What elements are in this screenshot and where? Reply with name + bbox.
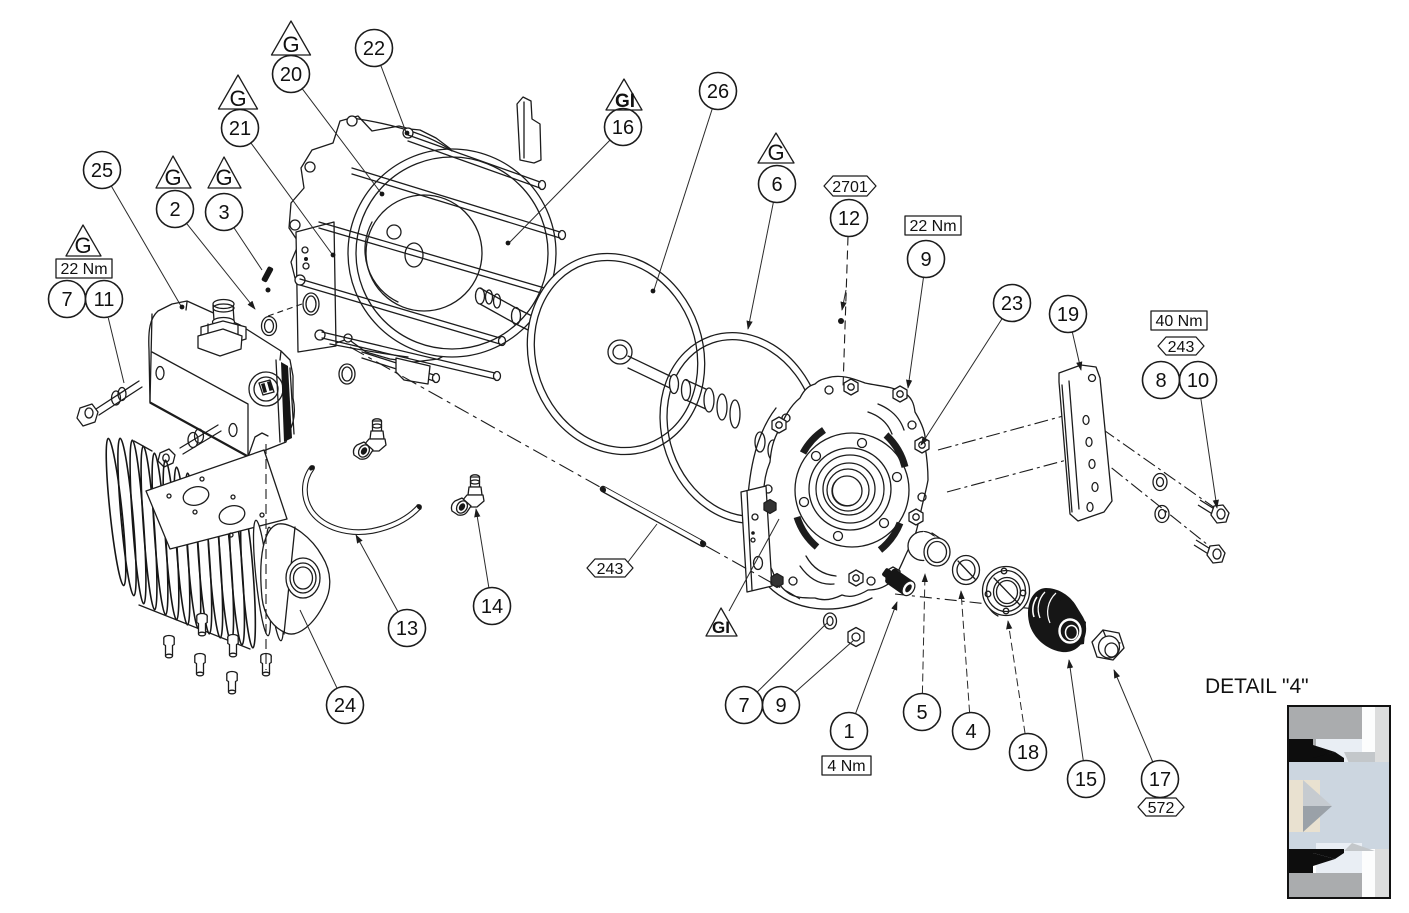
svg-text:19: 19 — [1057, 304, 1079, 326]
svg-text:243: 243 — [597, 561, 624, 578]
svg-text:GI: GI — [712, 618, 730, 637]
svg-text:20: 20 — [280, 64, 302, 86]
svg-text:12: 12 — [838, 208, 860, 230]
svg-text:G: G — [282, 32, 299, 57]
svg-text:18: 18 — [1017, 742, 1039, 764]
svg-text:24: 24 — [334, 695, 356, 717]
svg-text:21: 21 — [229, 118, 251, 140]
svg-text:16: 16 — [612, 117, 634, 139]
svg-text:4 Nm: 4 Nm — [827, 758, 865, 775]
svg-text:26: 26 — [707, 81, 729, 103]
svg-text:3: 3 — [218, 202, 229, 224]
svg-text:G: G — [229, 86, 246, 111]
svg-text:5: 5 — [916, 702, 927, 724]
svg-text:243: 243 — [1168, 339, 1195, 356]
svg-text:2: 2 — [169, 199, 180, 221]
svg-text:22: 22 — [363, 38, 385, 60]
svg-text:40 Nm: 40 Nm — [1155, 313, 1202, 330]
svg-text:9: 9 — [920, 249, 931, 271]
svg-text:7: 7 — [738, 695, 749, 717]
svg-text:G: G — [215, 165, 232, 190]
svg-text:25: 25 — [91, 160, 113, 182]
svg-text:6: 6 — [771, 174, 782, 196]
svg-text:2701: 2701 — [832, 179, 868, 196]
svg-text:G: G — [74, 233, 91, 258]
svg-text:14: 14 — [481, 596, 503, 618]
svg-text:G: G — [164, 165, 181, 190]
svg-text:17: 17 — [1149, 769, 1171, 791]
svg-text:11: 11 — [94, 289, 115, 311]
svg-text:9: 9 — [775, 695, 786, 717]
svg-text:7: 7 — [61, 289, 72, 311]
svg-text:13: 13 — [396, 618, 418, 640]
svg-text:10: 10 — [1187, 370, 1209, 392]
svg-text:22 Nm: 22 Nm — [909, 218, 956, 235]
svg-text:GI: GI — [615, 91, 635, 112]
svg-text:1: 1 — [843, 721, 854, 743]
svg-text:22 Nm: 22 Nm — [60, 261, 107, 278]
svg-text:G: G — [767, 140, 784, 165]
svg-text:DETAIL "4": DETAIL "4" — [1205, 675, 1309, 698]
svg-text:15: 15 — [1075, 769, 1097, 791]
svg-text:4: 4 — [965, 721, 976, 743]
svg-text:572: 572 — [1148, 800, 1175, 817]
svg-text:8: 8 — [1155, 370, 1166, 392]
svg-text:23: 23 — [1001, 293, 1023, 315]
